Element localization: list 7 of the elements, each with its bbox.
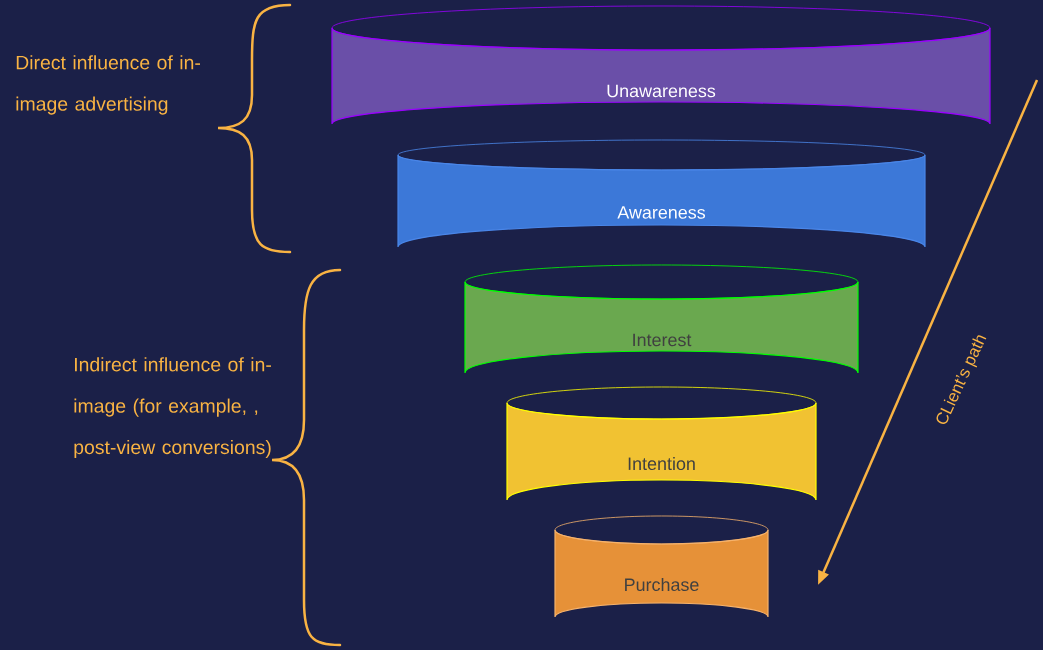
funnel-layer: Intention <box>506 386 817 501</box>
side-note: Direct influence of in-image advertising <box>16 55 200 115</box>
funnel-layer: Unawareness <box>331 5 991 125</box>
side-note: Indirect influence of in-image (for example, , post-view conversions) <box>74 357 271 458</box>
funnel-layer: Interest <box>464 264 859 374</box>
funnel-layer: Purchase <box>554 515 769 618</box>
funnel-layer: Awareness <box>397 139 926 248</box>
